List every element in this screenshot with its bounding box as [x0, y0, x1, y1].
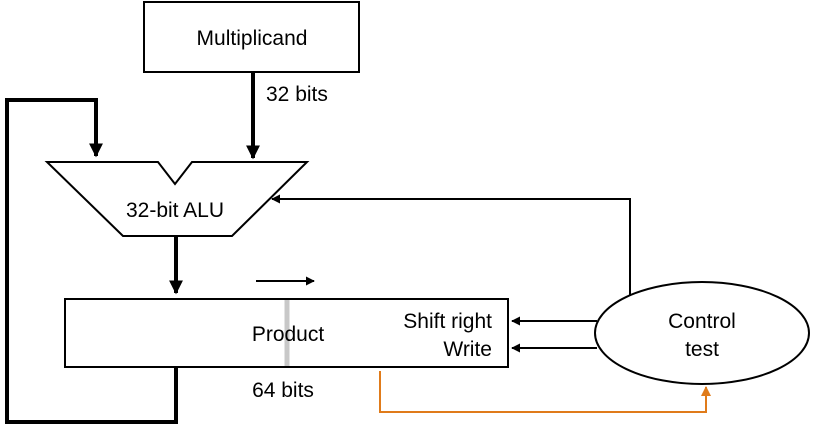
control-test-unit [594, 281, 810, 385]
product-width-label: 64 bits [252, 379, 314, 402]
multiplicand-label: Multiplicand [197, 27, 308, 50]
write-label: Write [443, 338, 492, 361]
product-label: Product [252, 323, 325, 346]
control-to-alu-arrow [271, 194, 631, 296]
control-label-line2: test [685, 338, 719, 361]
product-lsb-to-control-arrow [379, 371, 711, 413]
shift-right-label: Shift right [403, 310, 492, 333]
multiplicand-width-label: 32 bits [266, 83, 328, 106]
product-to-alu-feedback-path [5, 98, 178, 424]
control-label-line1: Control [668, 310, 736, 333]
alu-label: 32-bit ALU [126, 199, 224, 222]
alu-shape [44, 161, 310, 237]
multiplicand-register [143, 1, 360, 73]
